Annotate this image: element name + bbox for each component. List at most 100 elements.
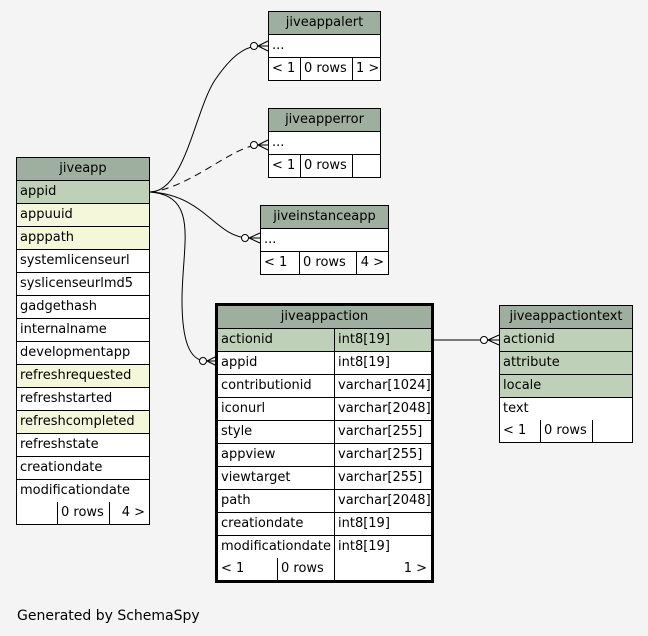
column-row[interactable]: gadgethash [17,296,149,319]
column-row[interactable]: appview varchar[255] [218,444,431,467]
column-name: internalname [20,322,107,337]
column-row[interactable]: text [500,398,632,420]
column-type: varchar[255] [334,467,431,489]
table-jiveinstanceapp[interactable]: jiveinstanceapp ... < 1 0 rows 4 > [260,205,389,275]
children-count: 4 > [109,502,149,524]
table-jiveappactiontext[interactable]: jiveappactiontext actionid attribute local… [499,305,633,443]
column-name: refreshstarted [20,391,113,406]
column-type: varchar[2048] [334,490,431,512]
column-row[interactable]: refreshrequested [17,365,149,388]
zero-many-marker [250,42,258,50]
column-row[interactable]: appid int8[19] [218,352,431,375]
column-name: contributionid [221,378,312,393]
column-name: modificationdate [221,539,331,554]
table-title: jiveapp [17,158,149,181]
children-count: 4 > [356,252,388,274]
parents-count: < 1 [503,423,527,438]
column-name: refreshstate [20,437,99,452]
relationship-line-jiveapperror [149,144,258,193]
column-row[interactable]: path varchar[2048] [218,490,431,513]
children-count [592,420,632,442]
parents-count: < 1 [272,158,296,173]
column-name: modificationdate [20,483,130,498]
column-name: appuuid [20,207,73,222]
column-name: attribute [503,355,560,370]
column-name: appview [221,447,276,462]
row-count: 0 rows [300,155,352,177]
zero-many-marker [241,234,249,242]
column-name: appid [221,355,258,370]
generated-by-footer: Generated by SchemaSpy [17,608,200,624]
column-row[interactable]: developmentapp [17,342,149,365]
column-row[interactable]: modificationdate [17,480,149,502]
column-type: int8[19] [334,536,431,558]
column-row[interactable]: refreshstarted [17,388,149,411]
children-count [352,155,380,177]
column-name: refreshcompleted [20,414,135,429]
column-row[interactable]: refreshcompleted [17,411,149,434]
table-title: jiveappactiontext [500,306,632,329]
parents-count: < 1 [272,61,296,76]
column-row[interactable]: systemlicenseurl [17,250,149,273]
more-columns-ellipsis: ... [264,232,277,247]
parents-count [17,502,57,524]
column-row[interactable]: appuuid [17,204,149,227]
column-name: refreshrequested [20,368,132,383]
column-row[interactable]: appid [17,181,149,204]
column-name: path [221,493,251,508]
column-name: developmentapp [20,345,131,360]
table-jiveappalert[interactable]: jiveappalert ... < 1 0 rows 1 > [268,11,381,81]
column-row[interactable]: creationdate [17,457,149,480]
column-row[interactable]: refreshstate [17,434,149,457]
relationship-line-jiveinstanceapp [149,191,249,239]
table-jiveapp[interactable]: jiveapp appid appuuid apppath systemlicense… [16,157,150,525]
column-name: systemlicenseurl [20,253,130,268]
column-type: int8[19] [334,352,431,374]
relationship-line-jiveappaction [149,191,206,362]
column-row[interactable]: internalname [17,319,149,342]
zero-many-marker [250,141,258,149]
column-row[interactable]: apppath [17,227,149,250]
column-row[interactable]: viewtarget varchar[255] [218,467,431,490]
row-count: 0 rows [299,252,356,274]
zero-many-marker [480,336,488,344]
row-count: 0 rows [57,502,109,524]
column-name: actionid [503,332,555,347]
table-title: jiveapperror [269,109,380,132]
row-count: 0 rows [540,420,592,442]
column-type: varchar[2048] [334,398,431,420]
column-name: appid [20,184,57,199]
column-row[interactable]: syslicenseurlmd5 [17,273,149,296]
column-type: int8[19] [334,513,431,535]
column-name: locale [503,378,542,393]
column-name: syslicenseurlmd5 [20,276,134,291]
table-title: jiveappalert [269,12,380,35]
column-type: varchar[255] [334,444,431,466]
zero-many-marker [199,357,207,365]
column-row[interactable]: actionid [500,329,632,352]
more-columns-ellipsis: ... [272,38,285,53]
column-type: varchar[255] [334,421,431,443]
relationship-line-jiveappalert [149,45,258,193]
more-columns-ellipsis: ... [272,135,285,150]
column-row[interactable]: attribute [500,352,632,375]
column-name: creationdate [221,516,304,531]
table-jiveapperror[interactable]: jiveapperror ... < 1 0 rows [268,108,381,178]
column-name: viewtarget [221,470,291,485]
column-row[interactable]: creationdate int8[19] [218,513,431,536]
column-name: gadgethash [20,299,98,314]
row-count: 0 rows [277,558,334,580]
row-count: 0 rows [300,58,352,80]
column-name: creationdate [20,460,103,475]
column-row[interactable]: locale [500,375,632,398]
table-title: jiveinstanceapp [261,206,388,229]
table-title: jiveappaction [218,306,431,329]
column-name: actionid [221,332,273,347]
